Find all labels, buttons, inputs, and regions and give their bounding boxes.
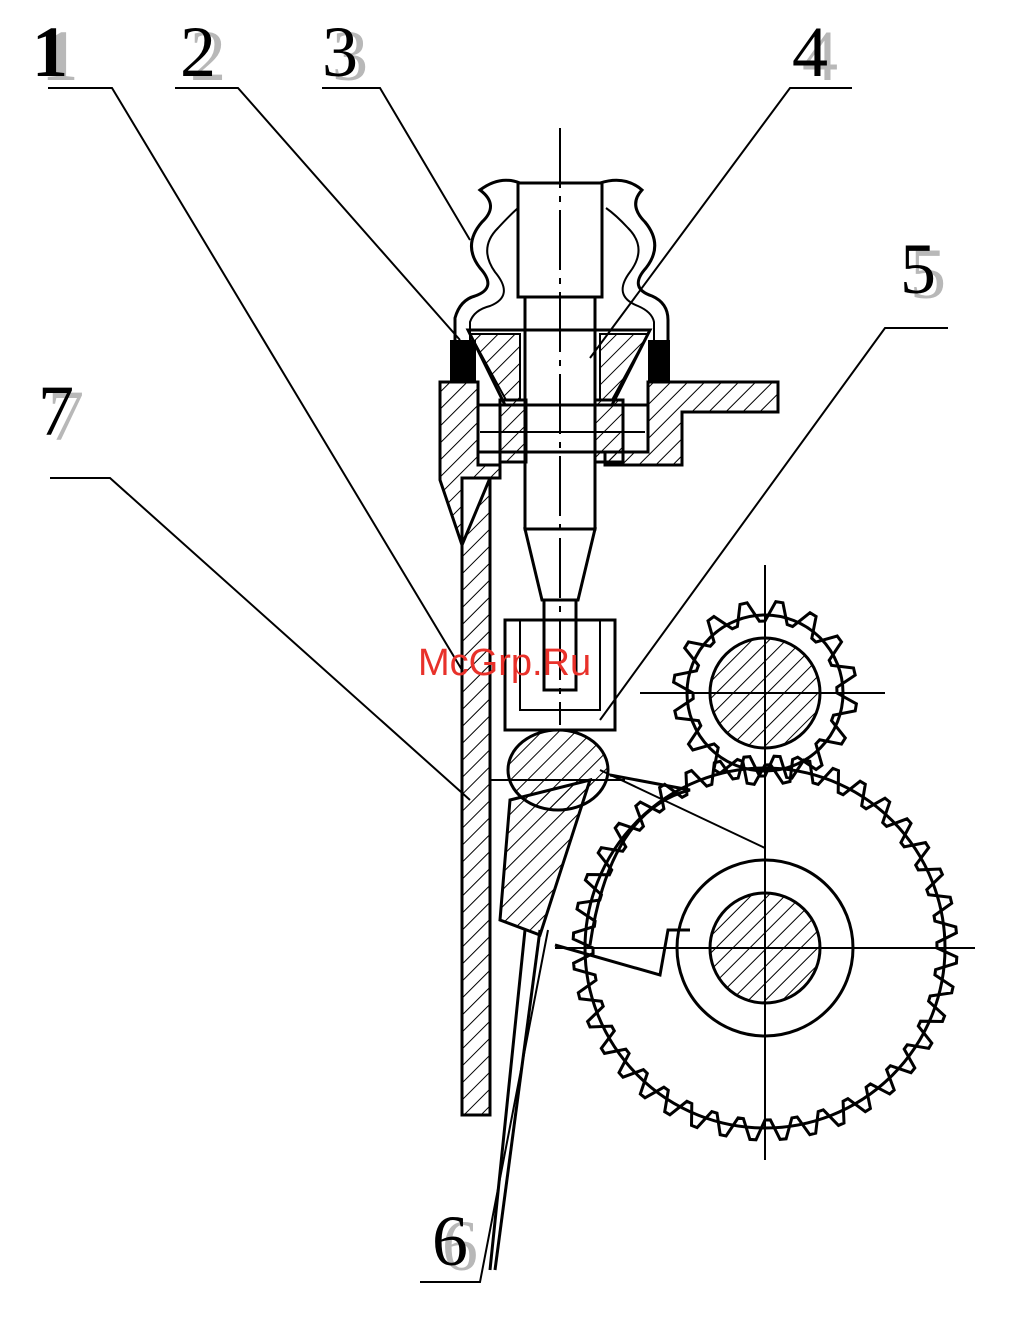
leader-2 bbox=[175, 88, 460, 340]
callout-2: 2 bbox=[180, 12, 216, 92]
callout-6: 6 bbox=[432, 1201, 468, 1281]
callout-1: 1 bbox=[32, 12, 68, 92]
lever-arm bbox=[500, 780, 590, 935]
watermark: McGrp.Ru bbox=[418, 642, 591, 684]
callout-7: 7 bbox=[38, 371, 74, 451]
callout-3: 3 bbox=[322, 12, 358, 92]
pawl-line bbox=[490, 930, 525, 1270]
callout-4: 4 bbox=[792, 12, 828, 92]
leader-4 bbox=[590, 88, 852, 358]
callout-5: 5 bbox=[900, 229, 936, 309]
bellows-seal-right bbox=[648, 340, 670, 382]
leader-3 bbox=[322, 88, 470, 240]
bellows-seal-left bbox=[450, 340, 476, 382]
leader-7 bbox=[50, 478, 470, 800]
leader-1 bbox=[48, 88, 462, 670]
pawl-line-2 bbox=[495, 930, 540, 1270]
guide-cone-right-hatch bbox=[600, 334, 648, 400]
